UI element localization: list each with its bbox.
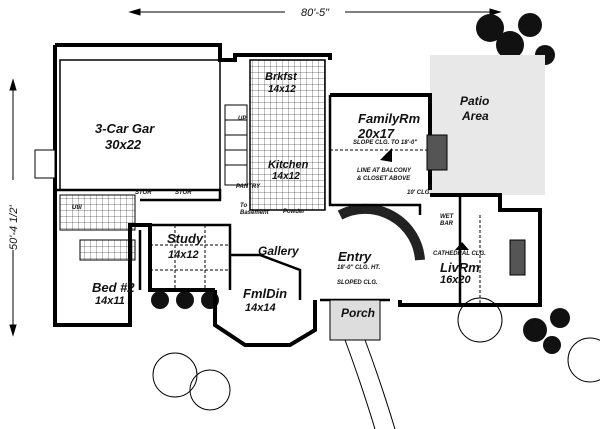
room-name: Kitchen [268, 159, 309, 171]
room-size: 14x14 [245, 302, 276, 314]
note-wet: WET [440, 214, 455, 220]
note-slope: SLOPE CLG. TO 18'-0" [353, 140, 417, 146]
room-name: FamilyRm [358, 111, 421, 126]
label-basement: Basement [240, 210, 270, 216]
room-name: Patio [460, 94, 489, 108]
room-name: LivRm [440, 260, 480, 275]
room-size: 20x17 [357, 126, 395, 141]
familyrm-fireplace [426, 134, 448, 171]
room-garage: 3-Car Gar 30x22 [95, 121, 155, 152]
room-bed2: Bed #2 14x11 [92, 280, 135, 307]
room-size: Area [461, 109, 489, 123]
utility-floor [59, 194, 136, 231]
ceiling-slope-marker [380, 148, 392, 162]
room-name: Study [167, 231, 204, 246]
room-size: 14x12 [272, 171, 300, 182]
cathedral-marker [455, 242, 469, 250]
note-10-clg: 10' CLG. [407, 190, 431, 196]
room-size: 14x12 [268, 84, 296, 95]
room-gallery: Gallery [258, 244, 300, 258]
room-size: 30x22 [105, 137, 142, 152]
room-name: Brkfst [265, 71, 298, 83]
label-up: UP [238, 116, 247, 122]
depth-label: 50'-4 1/2' [8, 205, 20, 250]
room-porch: Porch [341, 306, 375, 320]
label-to: To [240, 203, 247, 209]
room-livrm: LivRm 16x20 [440, 260, 480, 286]
kitchen-floor [249, 59, 326, 211]
staircase [224, 104, 425, 261]
room-fmldin: FmlDin 14x14 [243, 286, 287, 314]
note-bar: BAR [440, 221, 454, 227]
note-balcony: LINE AT BALCONY [357, 168, 412, 174]
livrm-fireplace [509, 239, 526, 276]
note-cathedral: CATHEDRAL CLG. [433, 251, 486, 257]
label-pantry: PANTRY [236, 184, 261, 190]
label-util: Util [72, 205, 82, 211]
width-label: 80'-5" [301, 7, 330, 19]
note-sloped: SLOPED CLG. [337, 280, 378, 286]
porch-floor [329, 299, 381, 341]
room-name: Bed #2 [92, 280, 135, 295]
label-stor-2: STOR [175, 190, 192, 196]
room-size: 14x12 [168, 249, 199, 261]
room-name: 3-Car Gar [95, 121, 155, 136]
room-brkfst: Brkfst 14x12 [265, 71, 298, 95]
bath-floor [79, 239, 136, 261]
room-familyrm: FamilyRm 20x17 [357, 111, 421, 141]
room-kitchen: Kitchen 14x12 [268, 159, 309, 182]
note-closet: & CLOSET ABOVE [357, 176, 411, 182]
room-entry: Entry 18'-0" CLG. HT. [337, 249, 380, 271]
room-patio: Patio Area [460, 94, 489, 123]
room-name: FmlDin [243, 286, 287, 301]
room-size: 14x11 [95, 295, 125, 307]
room-size: 16x20 [440, 274, 471, 286]
room-study: Study 14x12 [167, 231, 204, 261]
study-ceiling-lines [150, 149, 481, 305]
room-name: Entry [338, 249, 372, 264]
room-note: 18'-0" CLG. HT. [337, 265, 380, 271]
label-powder: Powder [283, 209, 305, 215]
patio-area [430, 55, 545, 195]
walkway [344, 339, 396, 429]
garage-step [34, 149, 56, 179]
label-stor-1: STOR [135, 190, 152, 196]
